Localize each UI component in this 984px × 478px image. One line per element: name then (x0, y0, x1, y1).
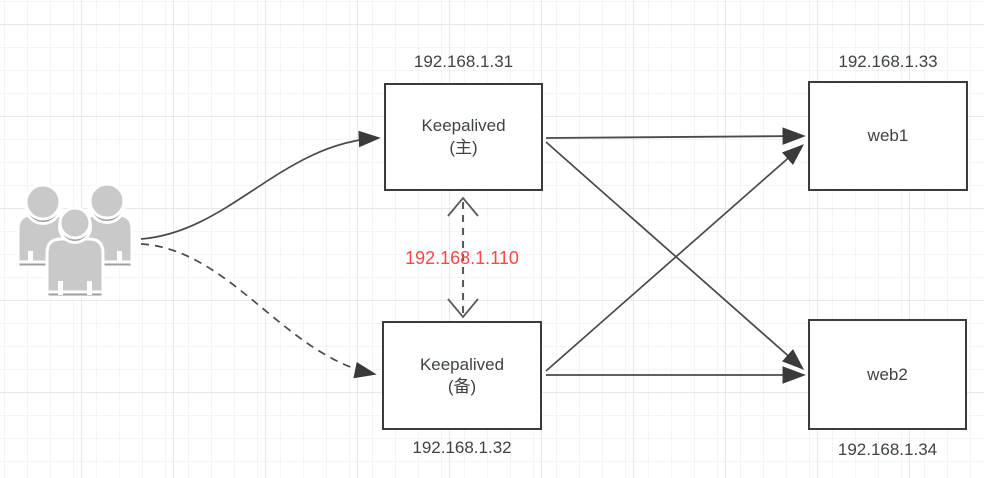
edge-users-to-master (140, 130, 381, 240)
ip-label-backup: 192.168.1.32 (412, 438, 512, 457)
ip-label-web1: 192.168.1.33 (838, 52, 938, 71)
node-web1-title: web1 (867, 126, 909, 145)
node-keepalived-backup-subtitle: (备) (447, 376, 477, 396)
virtual-ip-label: 192.168.1.110 (405, 248, 519, 268)
edge-master-to-web1 (545, 127, 806, 145)
node-web1: web1 (808, 81, 968, 191)
node-keepalived-backup-title: Keepalived (419, 354, 505, 374)
node-web2: web2 (808, 319, 967, 430)
users-icon (16, 183, 134, 299)
edge-master-to-web2 (545, 141, 805, 370)
node-web2-title: web2 (867, 364, 908, 384)
user-front (45, 206, 105, 299)
node-keepalived-master: Keepalived (主) (384, 83, 543, 191)
edge-vip-heartbeat (447, 196, 479, 319)
node-keepalived-backup: Keepalived (备) (382, 321, 542, 430)
edge-users-to-backup (140, 243, 377, 379)
edge-backup-to-web1 (545, 144, 805, 372)
ip-label-web2: 192.168.1.34 (837, 440, 938, 459)
ip-label-master: 192.168.1.31 (413, 52, 514, 71)
node-keepalived-master-title: Keepalived (421, 116, 506, 135)
node-keepalived-master-subtitle: (主) (449, 138, 478, 157)
